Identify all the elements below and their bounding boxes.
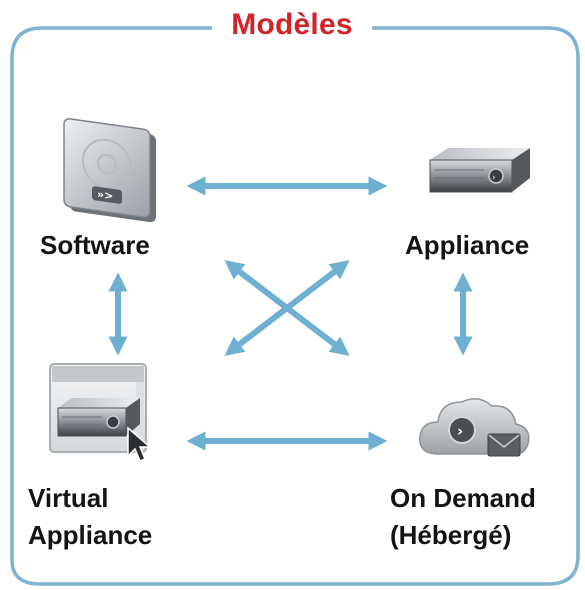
virtual-appliance-window-icon xyxy=(49,363,147,453)
frame-border xyxy=(10,26,580,586)
arrows xyxy=(108,176,473,451)
server-appliance-icon: › xyxy=(429,148,530,193)
software-box-icon: »> xyxy=(63,118,156,223)
software-label: Software xyxy=(40,230,150,260)
on-demand-label-line2: (Hébergé) xyxy=(390,520,512,550)
svg-text:›: › xyxy=(457,422,463,440)
virtual-appliance-label-line2: Appliance xyxy=(28,520,153,550)
diagram-title: Modèles xyxy=(212,6,372,44)
arrow-diagonal-virtual-appliance xyxy=(224,260,350,356)
cloud-mail-icon: › xyxy=(419,398,530,457)
cursor-arrow-icon xyxy=(127,426,153,462)
appliance-label: Appliance xyxy=(405,230,530,260)
virtual-appliance-label-line1: Virtual xyxy=(28,483,109,513)
svg-text:»>: »> xyxy=(97,188,113,203)
on-demand-label-line1: On Demand xyxy=(390,483,536,513)
svg-text:›: › xyxy=(492,173,496,183)
